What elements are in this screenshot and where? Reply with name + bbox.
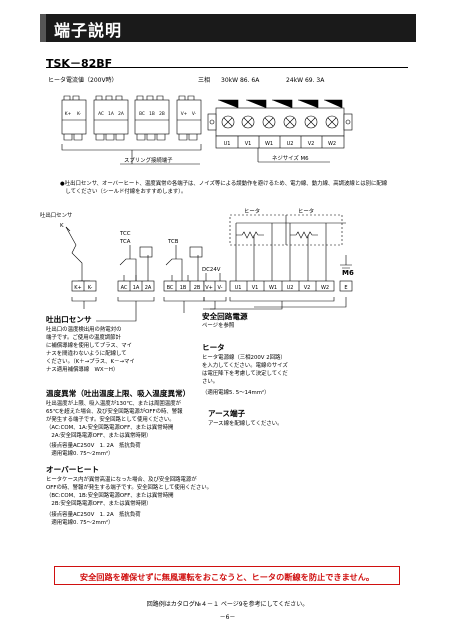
svg-text:V1: V1 xyxy=(252,285,259,291)
screw-term-u2: U2 xyxy=(287,141,294,147)
svg-text:AC: AC xyxy=(121,285,128,291)
svg-text:V+: V+ xyxy=(205,285,213,291)
heater-body: ヒータ電源線（三相200V 2回路） を入力してください。電線のサイズ は電圧降… xyxy=(202,355,288,386)
overheat-body: ヒータケース内が異常高温になった場合、及び安全回路電源が OFFの時、警報が発生… xyxy=(46,477,213,508)
svg-text:1B: 1B xyxy=(180,285,187,291)
svg-text:1A: 1A xyxy=(133,285,140,291)
section-header: 端子説明 xyxy=(40,14,416,42)
footer-reference: 回路例はカタログ№４－１ ページ9を参考にしてください。 xyxy=(146,601,309,608)
outlet-sensor-title: 吐出口センサ xyxy=(46,315,92,324)
temp-alarm-title: 温度異常（吐出温度上限、吸入温度異常） xyxy=(46,389,191,398)
safety-power-body: ページを参照 xyxy=(202,323,235,329)
sensor-k: K xyxy=(60,223,64,229)
term-v-minus: V- xyxy=(192,111,197,117)
outlet-sensor-body: 吐出口の温度検出用の熱電対の 端子です。ご使用の温度調節計 に補償導線を使用して… xyxy=(46,327,135,374)
term-2a: 2A xyxy=(118,111,124,117)
terminal-row xyxy=(71,280,353,292)
svg-text:W1: W1 xyxy=(269,285,277,291)
svg-text:U2: U2 xyxy=(287,285,294,291)
sensor-label: 吐出口センサ xyxy=(40,211,72,219)
terminal-strip-illustration: K+ K- AC 1A 2A BC 1B 2B V+ V- スプリング接続端子 xyxy=(61,95,353,165)
svg-text:V2: V2 xyxy=(304,285,311,291)
page-number: －6－ xyxy=(219,614,236,621)
safety-power-title: 安全回路電源 xyxy=(202,312,248,321)
screw-term-u1: U1 xyxy=(224,141,231,147)
temp-alarm-rating: （接点容量AC250V 1. 2A 抵抗負荷 適用電線0. 75～2mm²） xyxy=(46,443,141,458)
model-name: TSK－82BF xyxy=(46,57,113,70)
screw-term-w1: W1 xyxy=(265,141,273,147)
svg-text:K+: K+ xyxy=(74,285,81,291)
term-k-plus: K+ xyxy=(65,111,72,117)
overheat-rating: （接点容量AC250V 1. 2A 抵抗負荷 適用電線0. 75～2mm²） xyxy=(46,512,141,527)
term-bc: BC xyxy=(139,111,145,117)
svg-text:W2: W2 xyxy=(321,285,329,291)
warning-text: 安全回路を確保せずに無風運転をおこなうと、ヒータの断線を防止できません。 xyxy=(79,572,375,582)
screw-terminal-block xyxy=(207,99,353,149)
svg-text:E: E xyxy=(344,285,347,291)
heater-current-label: ヒータ電流値（200V時） xyxy=(48,77,118,84)
spec-24kw: 24kW 69. 3A xyxy=(286,77,325,84)
spec-30kw: 30kW 86. 6A xyxy=(221,77,260,84)
warning-box: 安全回路を確保せずに無風運転をおこなうと、ヒータの断線を防止できません。 xyxy=(54,566,400,585)
temp-alarm-body: 吐出温度が上限、吸入温度が130℃、または周囲温度が 65℃を超えた場合、及び安… xyxy=(46,401,183,440)
term-1a: 1A xyxy=(108,111,114,117)
screw-term-v2: V2 xyxy=(308,141,315,147)
svg-text:2A: 2A xyxy=(145,285,152,291)
earth-body: アース線を配線してください。 xyxy=(208,421,283,427)
svg-text:V-: V- xyxy=(218,285,223,291)
earth-title: アース端子 xyxy=(208,409,246,418)
svg-text:U1: U1 xyxy=(235,285,242,291)
term-2b: 2B xyxy=(159,111,165,117)
screw-term-v1: V1 xyxy=(245,141,252,147)
term-ac: AC xyxy=(98,111,104,117)
heater-label-1: ヒータ xyxy=(244,207,260,215)
section-title: 端子説明 xyxy=(54,21,123,40)
term-k-minus: K- xyxy=(77,111,81,117)
svg-text:K-: K- xyxy=(88,285,93,291)
tca-label: TCA xyxy=(119,239,131,245)
term-v-plus: V+ xyxy=(181,111,188,117)
heater-wire-note: （適用電線5. 5～14mm²） xyxy=(202,390,270,396)
spring-terminal-caption: スプリング接続端子 xyxy=(124,156,173,164)
heater-title: ヒータ xyxy=(202,343,225,352)
screw-term-w2: W2 xyxy=(328,141,336,147)
spring-terminal-block xyxy=(61,95,202,141)
svg-text:2B: 2B xyxy=(194,285,201,291)
three-phase-label: 三相 xyxy=(198,77,211,84)
m6-label: M6 xyxy=(342,269,354,277)
screw-terminal-labels: U1 V1 W1 U2 V2 W2 xyxy=(224,141,336,147)
noise-note: ●吐出口センサ、オーバーヒート、温度異常の各端子は、ノイズ等による誤動作を避ける… xyxy=(60,181,388,196)
terminal-row-labels: K+ K- AC 1A 2A BC 1B 2B V+ V- U1 V1 W1 U… xyxy=(74,285,347,291)
tcb-label: TCB xyxy=(167,239,179,245)
heater-label-2: ヒータ xyxy=(298,207,314,215)
tcc-label: TCC xyxy=(119,231,131,237)
diagram-labels: 吐出口センサ K TCC TCA TCB DC24V ヒータ ヒータ M6 xyxy=(40,207,354,277)
overheat-title: オーバーヒート xyxy=(46,465,100,474)
dc24v-label: DC24V xyxy=(202,267,221,273)
term-1b: 1B xyxy=(149,111,155,117)
wiring-diagram: 吐出口センサ K TCC TCA TCB DC24V ヒータ ヒータ M6 K+… xyxy=(40,207,354,322)
svg-text:BC: BC xyxy=(167,285,174,291)
spring-terminal-labels: K+ K- AC 1A 2A BC 1B 2B V+ V- xyxy=(65,111,197,117)
model-heading: TSK－82BF xyxy=(46,52,408,70)
screw-size-caption: ネジサイズ M6 xyxy=(272,154,309,162)
